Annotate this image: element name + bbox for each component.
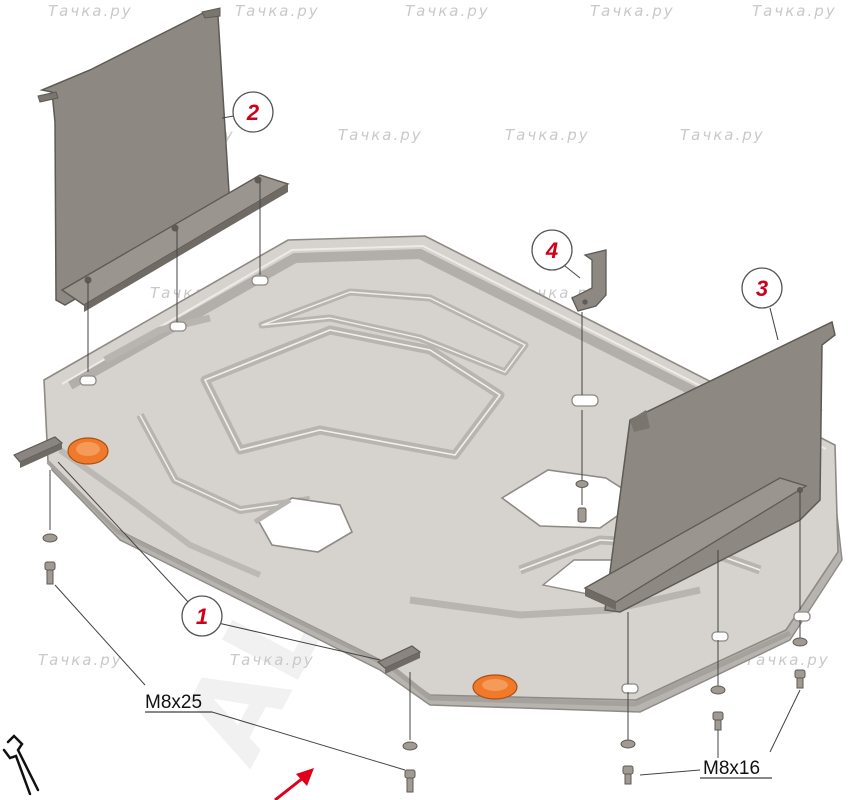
callout-number: 3 — [756, 276, 768, 301]
callout-3: 3 — [741, 267, 783, 309]
spacer-plate-right — [376, 645, 422, 674]
bolt-shank — [714, 719, 722, 731]
washer — [792, 637, 808, 647]
bolt-shank — [46, 569, 54, 585]
bolt-size-label-m8x25: M8x25 — [145, 692, 202, 713]
mounting-bracket — [571, 249, 607, 312]
direction-arrow-icon — [274, 768, 314, 800]
site-watermark: Тачка.ру — [48, 2, 133, 20]
side-shield-left — [37, 7, 290, 312]
bolt-head — [622, 765, 634, 775]
side-shield-right — [583, 320, 836, 613]
bolt-size-label-m8x16: M8x16 — [703, 758, 760, 779]
callout-2: 2 — [232, 91, 274, 133]
washer — [710, 685, 726, 695]
bolt-head — [44, 561, 56, 571]
site-watermark: Тачка.ру — [405, 2, 490, 20]
site-watermark: Тачка.ру — [680, 126, 765, 144]
site-watermark: Тачка.ру — [235, 2, 320, 20]
site-watermark: Тачка.ру — [338, 126, 423, 144]
assembly-lines — [49, 113, 801, 776]
callout-1: 1 — [181, 595, 223, 637]
site-watermark: Тачка.ру — [752, 2, 837, 20]
callout-number: 4 — [545, 238, 558, 263]
bolt-shank — [624, 773, 632, 785]
bolt-head — [404, 769, 416, 779]
drain-plug-left — [67, 437, 109, 465]
site-watermark: Тачка.ру — [745, 651, 830, 669]
washer — [620, 739, 636, 749]
bolt-shank — [406, 777, 414, 793]
bolt-head — [794, 669, 806, 679]
callout-number: 2 — [246, 100, 260, 125]
bolt — [577, 507, 587, 523]
site-watermark: Тачка.ру — [590, 2, 675, 20]
wrench-icon — [2, 734, 40, 796]
washer — [575, 480, 589, 488]
bolt-shank — [796, 677, 804, 689]
washer — [402, 741, 418, 751]
callout-number: 1 — [196, 604, 208, 629]
drain-plug-right — [472, 674, 518, 700]
site-watermark: Тачка.ру — [38, 651, 123, 669]
bolt-head — [712, 711, 724, 721]
callout-4: 4 — [531, 229, 573, 271]
site-watermark: Тачка.ру — [505, 126, 590, 144]
site-watermark: Тачка.ру — [230, 651, 315, 669]
bolts — [42, 480, 808, 793]
washer — [42, 533, 58, 543]
spacer-plate-left — [13, 436, 64, 468]
